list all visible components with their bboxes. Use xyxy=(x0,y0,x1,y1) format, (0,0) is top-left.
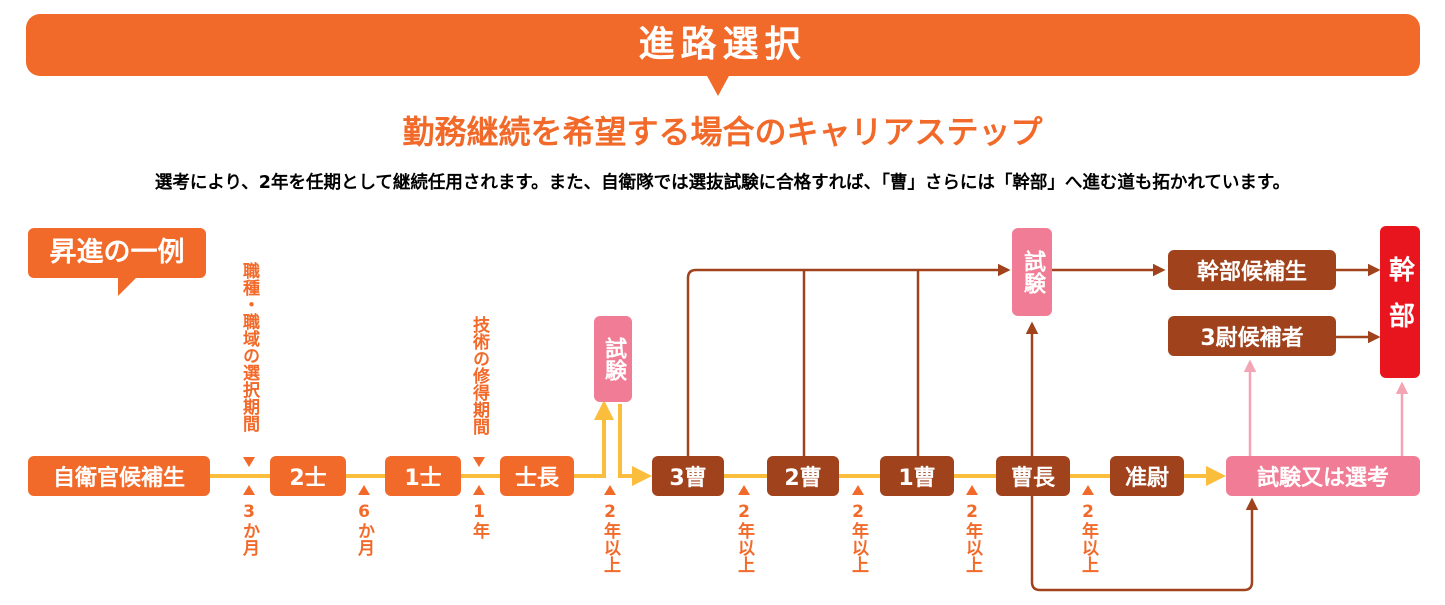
main-timeline xyxy=(210,400,1226,486)
example-label: 昇進の一例 xyxy=(28,228,206,278)
node-officer: 幹部 xyxy=(1380,226,1420,378)
node-private2: 2士 xyxy=(270,456,346,496)
node-sergeant1: 1曹 xyxy=(880,456,954,496)
note-two-years-c: 2年以上 xyxy=(848,502,868,573)
note-two-years-b: 2年以上 xyxy=(734,502,754,573)
marker-up-8 xyxy=(1082,485,1094,495)
node-exam-or-selection: 試験又は選考 xyxy=(1226,456,1420,496)
section-description: 選考により、2年を任期として継続任用されます。また、自衛隊では選抜試験に合格すれ… xyxy=(154,173,1291,193)
header-bar xyxy=(26,14,1420,76)
node-private1: 1士 xyxy=(385,456,461,496)
marker-up-7 xyxy=(966,485,978,495)
node-leading-private: 士長 xyxy=(500,456,574,496)
page-title: 進路選択 xyxy=(638,24,807,65)
note-job-selection-period: 職種・職域の選択期間 xyxy=(239,262,259,432)
node-candidate: 自衛官候補生 xyxy=(28,456,210,496)
node-officer-candidate: 幹部候補生 xyxy=(1168,250,1336,290)
node-sergeant2: 2曹 xyxy=(767,456,839,496)
note-two-years-a: 2年以上 xyxy=(600,502,620,573)
example-label-pointer xyxy=(118,276,138,296)
marker-up-4 xyxy=(604,485,616,495)
officer-exam-paths xyxy=(686,263,1381,592)
note-three-months: 3か月 xyxy=(239,502,259,556)
node-warrant-officer: 准尉 xyxy=(1110,456,1184,496)
marker-down-1 xyxy=(243,457,255,467)
node-sergeant3: 3曹 xyxy=(652,456,724,496)
marker-up-2 xyxy=(358,485,370,495)
section-subtitle: 勤務継続を希望する場合のキャリアステップ xyxy=(402,113,1043,151)
marker-up-3 xyxy=(473,485,485,495)
note-skill-period: 技術の修得期間 xyxy=(469,316,489,435)
period-markers xyxy=(243,457,1094,495)
marker-up-5 xyxy=(738,485,750,495)
marker-down-2 xyxy=(473,457,485,467)
note-two-years-d: 2年以上 xyxy=(962,502,982,573)
node-exam-a: 試験 xyxy=(594,316,632,402)
node-exam-b: 試験 xyxy=(1012,228,1052,316)
marker-up-1 xyxy=(243,485,255,495)
node-lt3-candidate: 3尉候補者 xyxy=(1168,316,1336,356)
marker-up-6 xyxy=(852,485,864,495)
selection-paths xyxy=(1243,359,1409,456)
node-master-sergeant: 曹長 xyxy=(996,456,1070,496)
note-one-year: 1年 xyxy=(469,502,489,539)
note-six-months: 6か月 xyxy=(354,502,374,556)
note-two-years-e: 2年以上 xyxy=(1078,502,1098,573)
header-pointer xyxy=(706,74,730,96)
